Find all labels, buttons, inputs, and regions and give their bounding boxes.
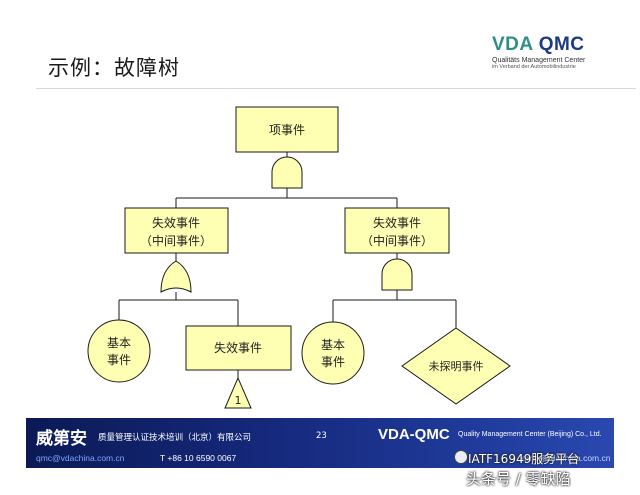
right-intermediate-event-line2: （中间事件） xyxy=(361,233,433,248)
footer-course: 质量管理认证技术培训（北京）有限公司 xyxy=(98,433,252,443)
vda-qmc-logo: VDA QMC Qualitäts Management Center im V… xyxy=(492,34,632,70)
footer-company: 威第安 xyxy=(36,429,87,449)
transfer-triangle xyxy=(224,376,252,409)
basic-event-left-line2: 事件 xyxy=(107,353,131,367)
page-number: 23 xyxy=(316,431,327,441)
title-divider xyxy=(36,88,636,89)
footer-email-link[interactable]: qmc@vdachina.com.cn xyxy=(36,453,125,463)
footer-brand-subtitle: Quality Management Center (Beijing) Co.,… xyxy=(458,431,602,438)
basic-event-right-line2: 事件 xyxy=(321,355,345,369)
watermark: IATF16949服务平台 头条号 / 零缺陷 xyxy=(454,448,638,492)
basic-event-left-circle xyxy=(87,319,151,383)
top-event-label: 项事件 xyxy=(269,123,305,137)
logo-vda: VDA xyxy=(492,34,533,55)
right-intermediate-event-line1: 失效事件 xyxy=(373,215,421,230)
footer-contact: qmc@vdachina.com.cn xyxy=(522,453,611,463)
basic-event-right-circle xyxy=(301,321,365,385)
left-intermediate-event-box xyxy=(124,207,229,254)
right-intermediate-event-box xyxy=(344,207,450,254)
footer-banner: 威第安 质量管理认证技术培训（北京）有限公司 23 VDA-QMC Qualit… xyxy=(26,418,614,468)
failure-event-label: 失效事件 xyxy=(214,340,262,355)
basic-event-left-line1: 基本 xyxy=(107,336,131,350)
logo-wordmark: VDA QMC xyxy=(492,34,632,56)
wechat-icon xyxy=(454,450,468,464)
top-event-box xyxy=(235,106,339,153)
logo-subtitle-small: im Verband der Automobilindustrie xyxy=(492,64,576,70)
watermark-line1: IATF16949服务平台 xyxy=(468,452,580,466)
transfer-triangle-label: 1 xyxy=(235,394,242,407)
and-gate-right xyxy=(381,258,413,291)
or-gate-left xyxy=(160,260,192,293)
footer-telephone: T +86 10 6590 0067 xyxy=(160,453,237,463)
undeveloped-event-diamond xyxy=(401,327,511,405)
failure-event-box xyxy=(185,325,292,371)
logo-subtitle: Qualitäts Management Center xyxy=(492,57,586,64)
basic-event-right-line1: 基本 xyxy=(321,338,345,352)
left-intermediate-event-line2: （中间事件） xyxy=(140,233,212,248)
connector-lines xyxy=(118,152,457,378)
and-gate-top xyxy=(271,156,303,189)
left-intermediate-event-line1: 失效事件 xyxy=(152,215,200,230)
logo-qmc: QMC xyxy=(538,34,585,55)
footer-brand: VDA-QMC xyxy=(378,426,450,443)
undeveloped-event-label: 未探明事件 xyxy=(429,360,484,373)
slide-title: 示例：故障树 xyxy=(48,56,180,80)
watermark-line2: 头条号 / 零缺陷 xyxy=(466,470,571,488)
